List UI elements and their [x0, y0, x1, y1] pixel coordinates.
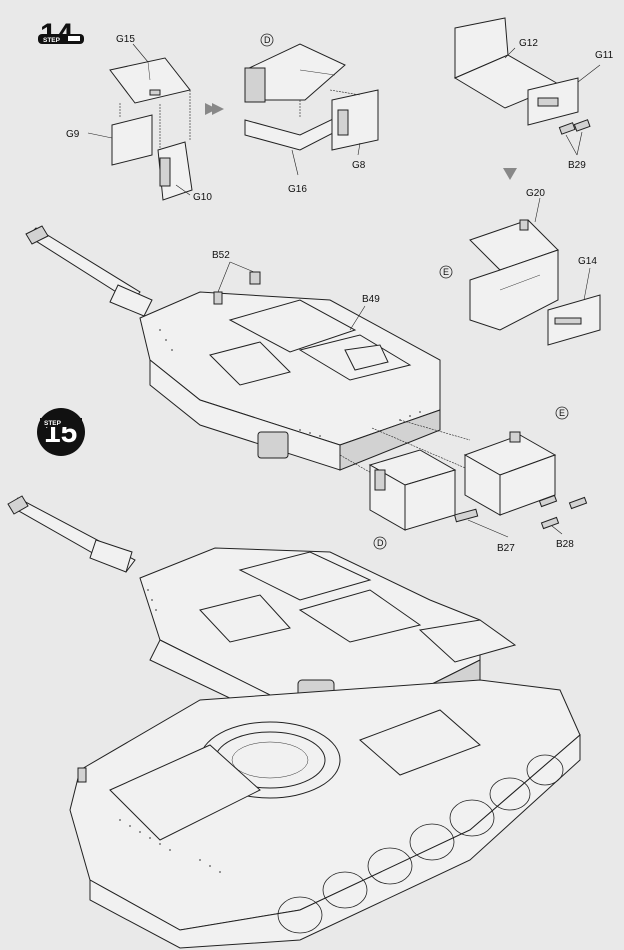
label-b49: B49	[362, 294, 380, 305]
down-arrow-icon	[503, 168, 517, 180]
label-b27: B27	[497, 543, 515, 554]
circled-e-low: E	[559, 408, 565, 418]
d-box-lower	[368, 449, 457, 550]
label-g8: G8	[352, 160, 366, 171]
step-14-word: STEP	[43, 37, 61, 44]
label-g20: G20	[526, 188, 545, 199]
d-assembly-g16-g8	[244, 33, 379, 176]
g15-g9-g10-subassembly	[87, 43, 193, 201]
direction-arrow-icon	[205, 103, 224, 115]
e-assembly-g20-g14	[439, 197, 601, 346]
label-g12: G12	[519, 38, 538, 49]
step-15-word: STEP	[44, 420, 62, 427]
label-g14: G14	[578, 256, 597, 267]
circled-d-low: D	[377, 538, 384, 548]
label-g9: G9	[66, 129, 80, 140]
e-box-lower	[453, 406, 588, 538]
label-g16: G16	[288, 184, 307, 195]
step-14-badge: 14 STEP	[38, 18, 84, 51]
label-b29: B29	[568, 160, 586, 171]
turret-assembly-step14	[25, 225, 471, 479]
label-g11: G11	[595, 50, 614, 61]
label-g10: G10	[193, 192, 212, 203]
circled-e-mid: E	[443, 267, 449, 277]
label-b52: B52	[212, 250, 230, 261]
label-b28: B28	[556, 539, 574, 550]
label-g15: G15	[116, 34, 135, 45]
step-15-badge: 15 STEP	[37, 408, 85, 456]
g12-g11-b29-subassembly	[453, 17, 601, 156]
hull-assembly-step15	[69, 679, 581, 949]
circled-d-top: D	[264, 35, 271, 45]
